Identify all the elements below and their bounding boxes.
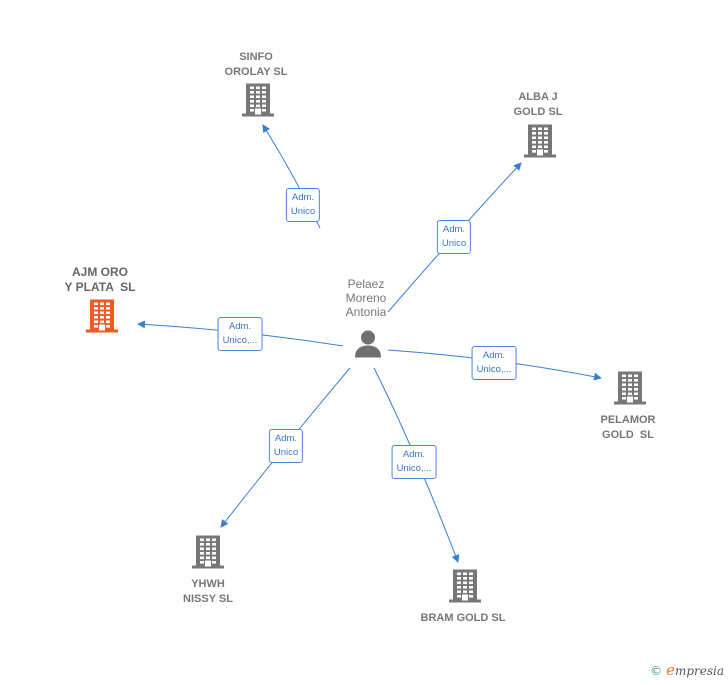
company-label-alba[interactable]: ALBA J GOLD SL xyxy=(513,91,563,118)
building-icon-yhwh[interactable] xyxy=(192,535,224,574)
relation-badge-bram[interactable]: Adm. Unico,... xyxy=(391,445,437,479)
company-label-yhwh[interactable]: YHWH NISSY SL xyxy=(183,578,233,605)
relation-badge-yhwh[interactable]: Adm. Unico xyxy=(268,429,304,463)
building-icon-alba[interactable] xyxy=(524,124,556,163)
company-label-pelamor[interactable]: PELAMOR GOLD SL xyxy=(600,414,656,441)
relation-line: Adm. xyxy=(274,433,298,444)
relation-line: Adm. xyxy=(228,321,252,332)
company-label-sinfo[interactable]: SINFO OROLAY SL xyxy=(224,51,288,78)
relation-line: Unico,... xyxy=(476,364,512,375)
relation-line: Adm. xyxy=(402,449,426,460)
relation-badge-pelamor[interactable]: Adm. Unico,... xyxy=(471,346,517,380)
building-icon-pelamor[interactable] xyxy=(614,371,646,410)
relation-line: Unico xyxy=(441,238,467,249)
relation-badge-sinfo[interactable]: Adm. Unico xyxy=(285,188,321,222)
relation-line: Unico xyxy=(290,206,316,217)
building-icon-ajm[interactable] xyxy=(86,299,118,338)
building-icon-sinfo[interactable] xyxy=(242,83,274,122)
relation-line: Unico xyxy=(273,447,299,458)
building-icon-bram[interactable] xyxy=(449,569,481,608)
relation-line: Adm. xyxy=(482,350,506,361)
relation-badge-ajm[interactable]: Adm. Unico,... xyxy=(217,317,263,351)
company-label-bram[interactable]: BRAM GOLD SL xyxy=(420,612,506,624)
brand-name: mpresia xyxy=(674,664,724,678)
relation-line: Unico,... xyxy=(396,463,432,474)
person-icon[interactable] xyxy=(353,329,383,364)
relation-badge-alba[interactable]: Adm. Unico xyxy=(436,220,472,254)
footer-brand: ©empresia xyxy=(650,661,724,679)
person-label[interactable]: Pelaez Moreno Antonia xyxy=(345,277,387,319)
brand-logo-e: e xyxy=(666,661,675,679)
copyright-icon: © xyxy=(650,664,663,678)
relation-line: Adm. xyxy=(291,192,315,203)
relation-line: Unico,... xyxy=(222,335,258,346)
company-label-ajm[interactable]: AJM ORO Y PLATA SL xyxy=(64,265,136,294)
relation-line: Adm. xyxy=(442,224,466,235)
